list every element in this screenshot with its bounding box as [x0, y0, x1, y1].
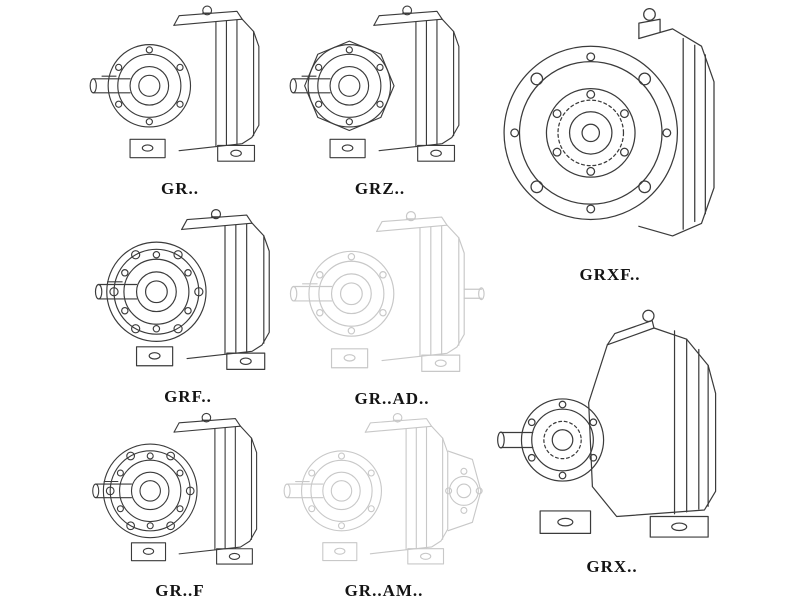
figure-gr: GR..	[88, 2, 272, 199]
gearbox-drawing-grf2	[92, 412, 258, 565]
gearbox-drawing-gram	[283, 412, 483, 565]
figure-label-grf: GRF..	[164, 387, 212, 406]
gearbox-drawing-gr	[89, 5, 260, 162]
figure-label-gram: GR..AM..	[344, 581, 424, 600]
figure-grf: GRF..	[92, 206, 284, 407]
figure-label-grz: GRZ..	[354, 179, 406, 198]
figure-grz: GRZ..	[288, 2, 472, 199]
figure-label-grad: GR..AD..	[354, 389, 430, 408]
figure-grx: GRX..	[490, 300, 734, 577]
figure-label-grf2: GR..F	[155, 581, 205, 600]
figure-label-grxf: GRXF..	[579, 265, 641, 284]
gearbox-drawing-grx	[497, 309, 717, 538]
figure-gram: GR..AM..	[282, 410, 486, 600]
gearbox-drawing-grz	[289, 5, 460, 162]
gearbox-drawing-grxf	[503, 8, 715, 237]
figure-grf2: GR..F	[88, 410, 272, 600]
gearbox-drawing-grad	[289, 211, 485, 372]
figure-label-grx: GRX..	[586, 557, 638, 576]
figure-grad: GR..AD..	[288, 208, 496, 409]
gearbox-drawing-grf	[94, 209, 270, 370]
figure-label-gr: GR..	[161, 179, 199, 198]
figure-grxf: GRXF..	[492, 0, 728, 285]
